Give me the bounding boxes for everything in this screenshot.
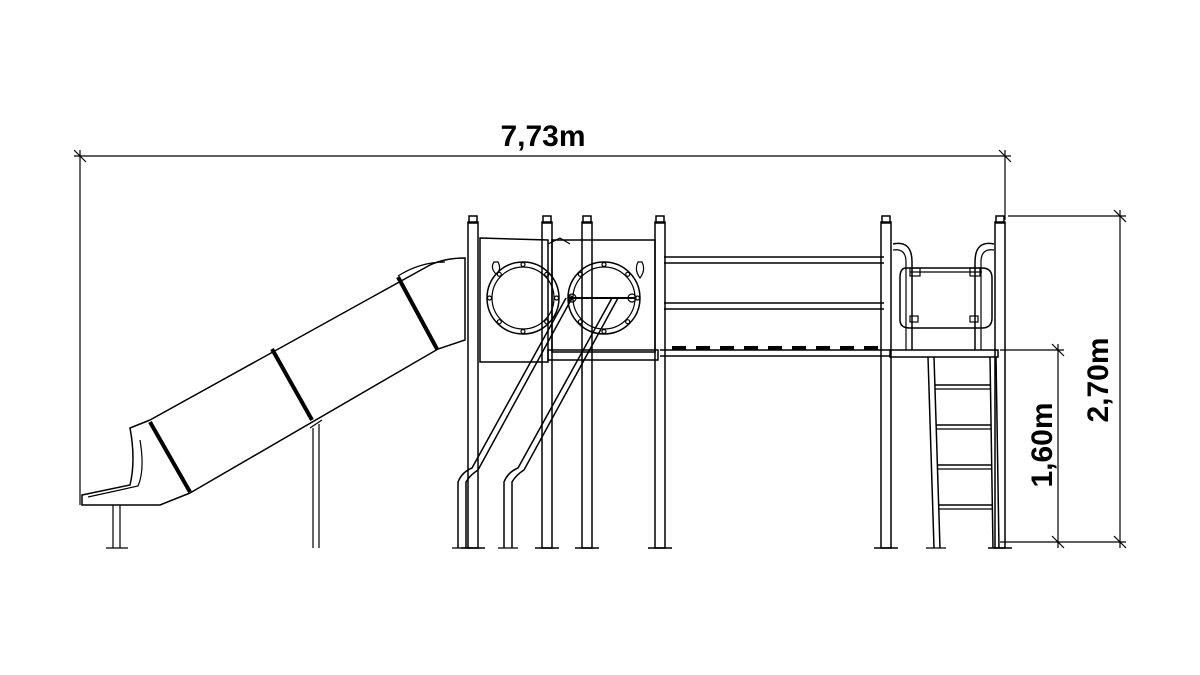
platform-height-label: 1,60m [1026, 402, 1059, 487]
ladder-rail-right-b [995, 356, 1000, 549]
slide-tube-top-edge [397, 261, 446, 277]
tower-top-bracket [547, 237, 571, 245]
height-dimension: 2,70m [1000, 209, 1127, 549]
tower-panel-left [479, 237, 549, 363]
handrail-loop-right-inner [980, 249, 995, 350]
platform-tick-top [1051, 343, 1065, 357]
width-dimension: 7,73m [73, 120, 1012, 505]
bolt-0-7 [544, 271, 550, 277]
slide-exit-inner [87, 439, 143, 498]
handrail-loop-right [974, 242, 995, 350]
right-tower [889, 242, 1000, 549]
panel-handle-right [635, 261, 645, 280]
ladder-rungs [934, 384, 993, 510]
handrail-loop-left-inner [892, 249, 907, 350]
diagonal-climber [452, 297, 619, 549]
platform-height-dimension: 1,60m [1000, 343, 1065, 549]
bridge-plank-7 [816, 346, 830, 350]
bolt-0-5 [496, 271, 502, 277]
post-cap-4 [655, 215, 665, 224]
slide-exit-chute [81, 419, 191, 506]
entrance-bolt-br [969, 315, 979, 323]
bridge-plank-6 [792, 346, 806, 350]
right-tower-deck [889, 349, 999, 358]
bridge-plank-2 [696, 346, 710, 350]
post-1 [467, 221, 479, 549]
bolt-0-4 [486, 295, 493, 301]
bolt-0-2 [520, 328, 526, 335]
climber-rail-right-outer [511, 297, 619, 548]
bolt-0-3 [496, 319, 502, 325]
width-tick-right [998, 149, 1012, 163]
bridge-plank-3 [720, 346, 734, 350]
posts [461, 215, 1012, 549]
left-tower-deck [547, 349, 659, 361]
left-tower [479, 237, 659, 363]
ladder-rail-left-a [927, 356, 935, 549]
height-tick-bottom [1113, 535, 1127, 549]
bridge-plank-5 [768, 346, 782, 350]
slide-leg-mid-cap [309, 419, 323, 429]
tower-panel-right [551, 239, 656, 353]
height-tick-top [1113, 209, 1127, 223]
tower-crossbar-end-right [627, 293, 637, 303]
post-cap-1 [468, 215, 478, 224]
bridge-plank-1 [672, 346, 686, 350]
bolt-0-6 [520, 261, 526, 268]
entrance-bolt-bl [909, 315, 919, 323]
slide-ring-3 [396, 276, 439, 350]
post-cap-6 [995, 215, 1005, 224]
bridge-plank-8 [840, 346, 854, 350]
tower-crossbar-end-left [567, 293, 577, 303]
bolt-1-3 [577, 319, 583, 325]
bolt-1-5 [577, 271, 583, 277]
post-cap-3 [582, 215, 592, 224]
tube-slide [81, 257, 466, 549]
bolt-0-1 [544, 319, 550, 325]
bolt-1-6 [601, 261, 607, 268]
bolt-0-0 [553, 295, 560, 301]
bolt-1-2 [601, 328, 607, 335]
slide-ring-1 [148, 421, 192, 493]
post-cap-2 [542, 215, 552, 224]
width-label: 7,73m [500, 120, 585, 153]
slide-tube-body [149, 257, 466, 494]
climber-rail-right-inner [503, 297, 613, 548]
platform-tick-bottom [1051, 535, 1065, 549]
bridge-planks [672, 346, 878, 350]
post-4 [654, 221, 666, 549]
entrance-panel [899, 267, 993, 329]
panel-handle-left [491, 261, 501, 275]
climber-rail-left-outer [465, 297, 573, 548]
handrail-loop-left [892, 242, 913, 350]
porthole-left-inner [491, 266, 555, 330]
post-5 [880, 221, 892, 549]
post-cap-5 [881, 215, 891, 224]
slide-ring-2 [270, 348, 314, 421]
bolt-1-1 [625, 319, 631, 325]
post-3 [581, 221, 593, 549]
bridge-plank-9 [864, 346, 878, 350]
entrance-bolt-tl [909, 267, 921, 277]
ladder-rail-right-a [989, 356, 994, 549]
width-tick-left [73, 149, 87, 163]
bolt-1-7 [625, 271, 631, 277]
bridge-plank-4 [744, 346, 758, 350]
climber-rail-left-inner [457, 297, 567, 548]
height-label: 2,70m [1082, 337, 1115, 422]
bridge [660, 256, 890, 357]
